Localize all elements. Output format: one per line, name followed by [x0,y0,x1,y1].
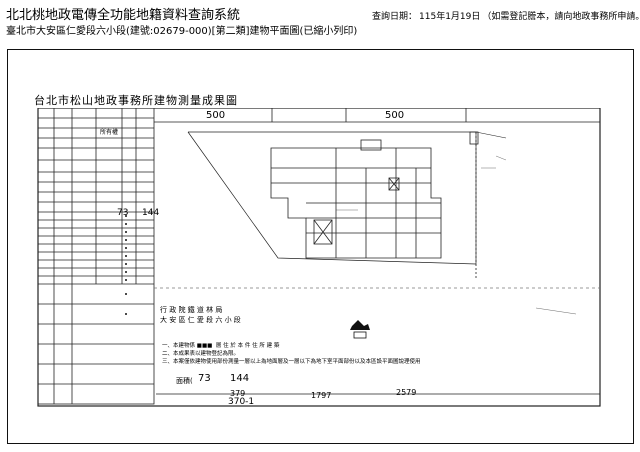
office-stamp: 行 政 院 鐵 道 林 局 大 安 區 仁 愛 段 六 小 段 [160,306,241,324]
info-table-area: 73 [117,208,129,218]
info-table-area2: 144 [142,208,160,218]
floor-plan-scan [37,108,601,407]
scale-left: 500 [206,110,226,121]
lot-number-3: 1797 [311,391,332,400]
building-footprint [270,147,442,259]
plan-notes: 一、本建物係 ■■■ 層 住 於 本 件 住 所 建 築 二、本成果表以建物登記… [162,343,421,365]
building-symbol [350,320,370,339]
page-title: 北北桃地政電傳全功能地籍資料查詢系統 [6,8,241,23]
plan-title: 台北市松山地政事務所建物測量成果圖 [34,94,238,107]
area-label: 面積( [176,377,193,385]
lot-number-2: 370-1 [228,397,255,407]
lot-number-4: 2579 [396,388,417,397]
query-date: 查詢日期：115年1月19日（如需登記謄本，請向地政事務所申請。） [370,9,640,22]
scale-right: 500 [385,110,405,121]
document-subtitle: 臺北市大安區仁愛段六小段(建號:02679-000)[第二類]建物平面圖(已縮小… [6,26,358,37]
area-value-1: 73 [198,373,211,384]
lot-number-1: 379 [230,389,246,398]
query-note: （如需登記謄本，請向地政事務所申請。） [482,12,640,22]
area-value-2: 144 [230,373,250,384]
info-table-owner: 所有權 [100,129,119,136]
document-frame [7,49,634,444]
query-date-label: 查詢日期： [372,12,418,22]
info-table [37,108,155,405]
query-date-value: 115年1月19日 [419,12,481,22]
